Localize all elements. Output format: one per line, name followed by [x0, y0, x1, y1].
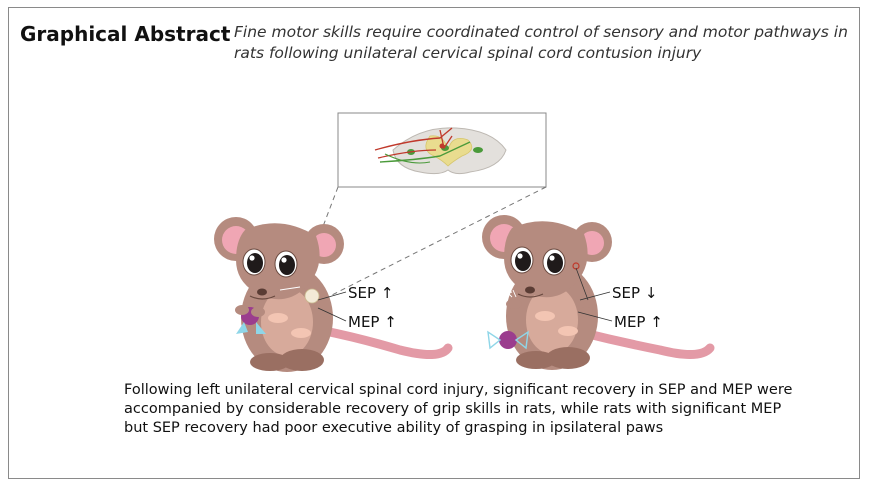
- cord-grey-matter: [425, 135, 473, 167]
- cord-tract-green: [473, 147, 483, 153]
- abstract-caption: Following left unilateral cervical spina…: [124, 382, 793, 436]
- rat-hind-leg: [280, 349, 324, 371]
- rat-eye: [274, 250, 298, 278]
- motor-pathway-green: [384, 153, 431, 164]
- injury-site: [304, 288, 320, 304]
- left-sep-label: SEP ↑: [348, 284, 394, 302]
- right-rat: [482, 215, 715, 370]
- motor-pathway-green: [379, 141, 471, 163]
- left-rat: [214, 217, 453, 372]
- rat-tail: [575, 327, 715, 359]
- abstract-heading: Graphical Abstract: [20, 22, 231, 46]
- right-mep-label: MEP ↑: [614, 313, 663, 331]
- rat-eye: [242, 248, 266, 276]
- candy-icon: [487, 330, 529, 350]
- sensory-pathway-red: [374, 127, 453, 151]
- right-sep-label: SEP ↓: [612, 284, 658, 302]
- left-mep-label: MEP ↑: [348, 313, 397, 331]
- abstract-frame: [8, 7, 860, 479]
- rat-tail: [315, 325, 453, 359]
- sensory-pathway-red: [377, 149, 437, 159]
- abstract-subtitle: Fine motor skills require coordinated co…: [234, 23, 848, 62]
- rat-hind-leg: [546, 347, 590, 369]
- rat-eye: [542, 248, 566, 276]
- spinal-cord-inset: [337, 112, 547, 188]
- projection-line: [321, 186, 547, 301]
- rat-eye: [510, 246, 534, 274]
